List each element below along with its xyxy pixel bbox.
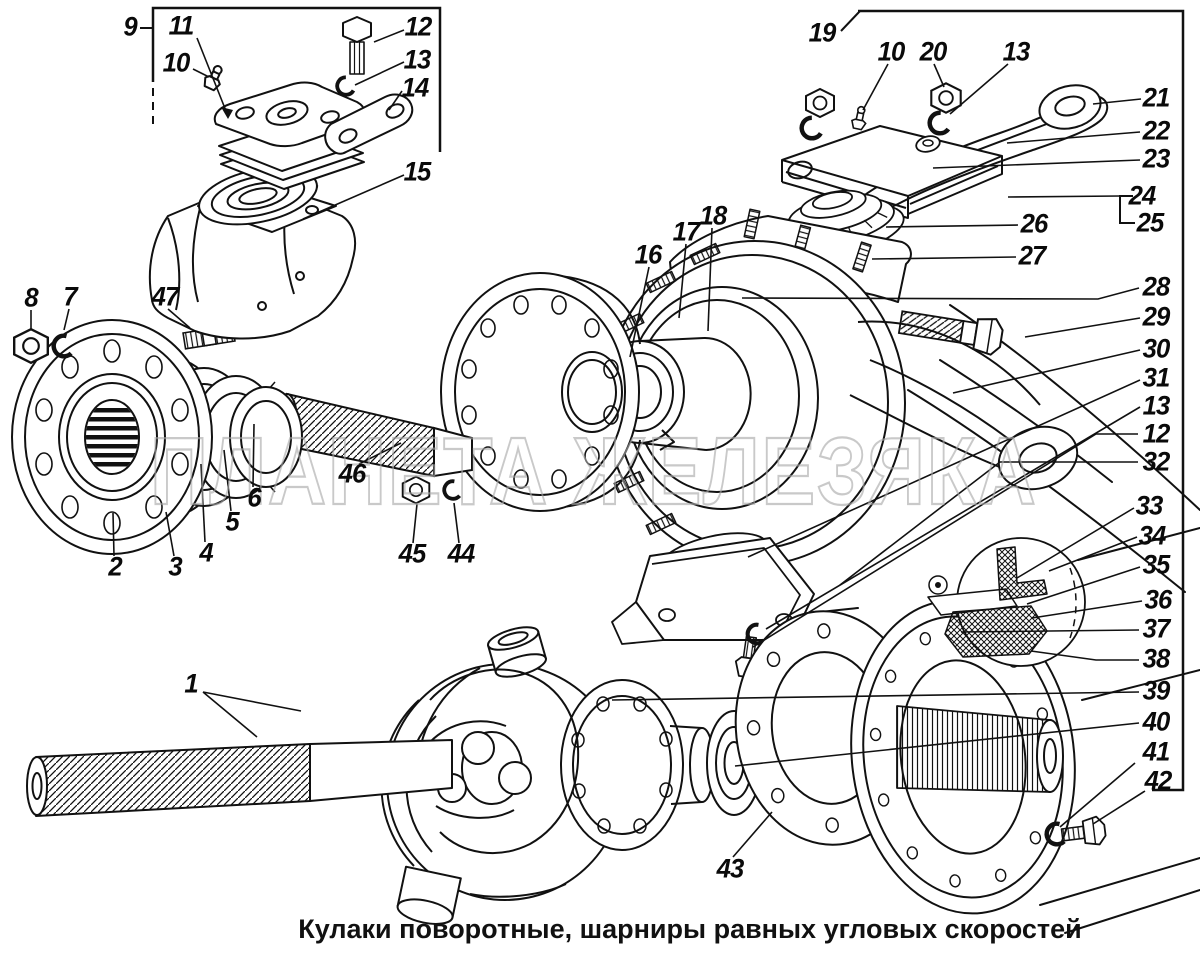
callout-2: 2 <box>108 551 122 582</box>
upper-kingpin-cover-assembly <box>148 16 414 340</box>
callout-28: 28 <box>1142 271 1171 302</box>
callout-33: 33 <box>1135 490 1164 521</box>
callout-8: 8 <box>24 282 38 313</box>
leader-lines <box>30 29 1146 858</box>
callout-27: 27 <box>1018 240 1047 271</box>
callout-19: 19 <box>808 17 837 48</box>
callout-29: 29 <box>1142 301 1171 332</box>
callout-41: 41 <box>1142 736 1171 767</box>
callout-26: 26 <box>1020 208 1049 239</box>
callout-46: 46 <box>338 458 367 489</box>
spring-pad-bolt <box>897 310 1004 356</box>
callout-17: 17 <box>672 216 701 247</box>
callout-10: 10 <box>162 47 191 78</box>
callout-36: 36 <box>1144 584 1173 615</box>
callout-18: 18 <box>699 200 728 231</box>
callout-23: 23 <box>1142 143 1171 174</box>
callout-11: 11 <box>168 10 195 41</box>
steering-knuckle-housing <box>595 208 1079 573</box>
callout-44: 44 <box>447 538 476 569</box>
callout-31: 31 <box>1142 362 1171 393</box>
callout-24: 24 <box>1128 180 1157 211</box>
callout-12: 12 <box>1142 418 1171 449</box>
callout-15: 15 <box>403 156 432 187</box>
callout-40: 40 <box>1142 706 1171 737</box>
callout-32: 32 <box>1142 446 1171 477</box>
callout-30: 30 <box>1142 333 1171 364</box>
callout-9: 9 <box>123 11 137 42</box>
callout-25: 25 <box>1136 207 1165 238</box>
callout-13: 13 <box>1142 390 1171 421</box>
frame-lines <box>140 6 1185 792</box>
kingpin-plates <box>781 125 1003 219</box>
callout-13: 13 <box>1002 36 1031 67</box>
callout-45: 45 <box>398 538 427 569</box>
axle-housing-beam <box>699 304 1200 934</box>
callout-22: 22 <box>1142 115 1171 146</box>
callout-4: 4 <box>199 537 213 568</box>
callout-38: 38 <box>1142 643 1171 674</box>
callout-13: 13 <box>403 44 432 75</box>
callout-14: 14 <box>401 72 430 103</box>
callout-12: 12 <box>404 11 433 42</box>
callout-42: 42 <box>1144 765 1173 796</box>
callout-34: 34 <box>1138 520 1167 551</box>
hub-flange <box>440 272 641 512</box>
callout-35: 35 <box>1142 549 1171 580</box>
flange-washers-and-nut <box>11 319 462 555</box>
callout-43: 43 <box>716 853 745 884</box>
kingpin-hardware <box>798 82 962 153</box>
callout-16: 16 <box>634 239 663 270</box>
callout-39: 39 <box>1142 675 1171 706</box>
callout-47: 47 <box>151 281 180 312</box>
callout-5: 5 <box>225 506 239 537</box>
callout-21: 21 <box>1142 82 1171 113</box>
callout-10: 10 <box>877 36 906 67</box>
figure-caption: Кулаки поворотные, шарниры равных угловы… <box>298 914 1082 944</box>
lower-bearing-and-plate <box>611 532 815 679</box>
callout-7: 7 <box>63 281 77 312</box>
callout-6: 6 <box>247 482 261 513</box>
seal-rings-group <box>734 599 1107 915</box>
callout-3: 3 <box>168 551 182 582</box>
cv-joint-assembly <box>26 626 762 925</box>
callout-37: 37 <box>1142 613 1171 644</box>
callout-1: 1 <box>184 668 198 699</box>
callout-20: 20 <box>919 36 948 67</box>
